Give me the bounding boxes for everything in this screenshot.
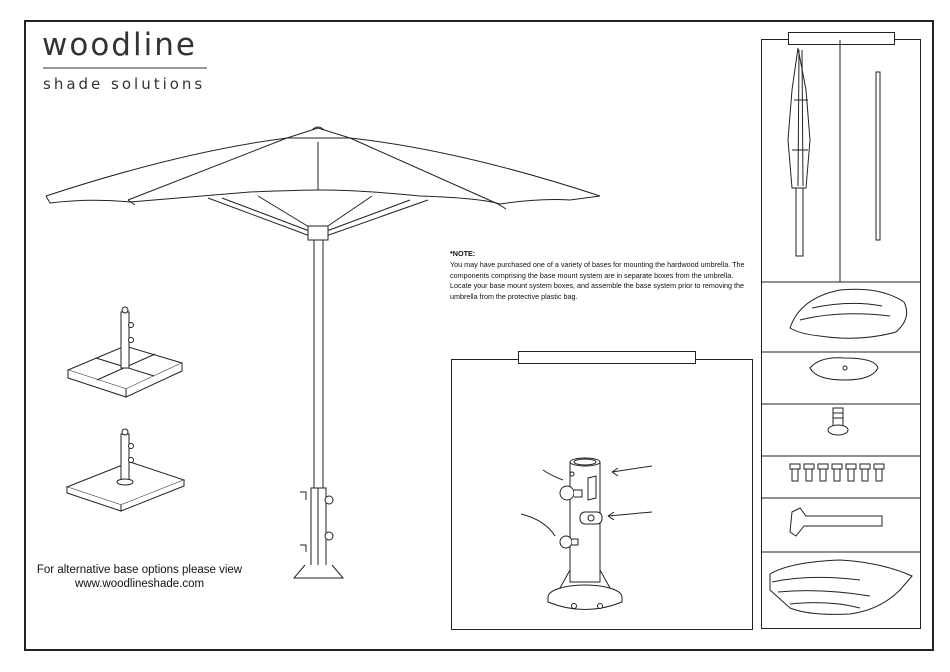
protective-bag-icon: [769, 559, 913, 615]
knob-screw-icon: [827, 407, 849, 436]
website-link[interactable]: www.woodlineshade.com: [74, 578, 205, 590]
canopy-cover-icon: [789, 288, 908, 339]
allen-key-icon: [789, 507, 883, 537]
brand-divider: [43, 67, 207, 69]
note-body: You may have purchased one of a variety …: [450, 259, 745, 302]
brand-tagline: shade solutions: [43, 75, 206, 93]
page-border: [24, 20, 934, 651]
alternative-bases-line: For alternative base options please view: [36, 564, 243, 576]
base-assembly-panel: [451, 359, 753, 630]
closed-umbrella-canopy-icon: [787, 47, 811, 257]
brand-name: woodline: [42, 27, 197, 63]
parts-panel-tab: [788, 32, 895, 45]
plate-base-icon: [65, 428, 186, 512]
screws-icon: [789, 463, 885, 482]
rod-icon: [875, 71, 881, 241]
note-block: *NOTE: You may have purchased one of a v…: [450, 249, 755, 303]
stone-tile-base-icon: [66, 306, 184, 398]
alternative-bases-text: For alternative base options please view…: [32, 563, 247, 591]
note-heading: *NOTE:: [450, 249, 476, 258]
base-assembly-panel-tab: [518, 351, 696, 364]
base-plate-disc-icon: [809, 357, 879, 381]
